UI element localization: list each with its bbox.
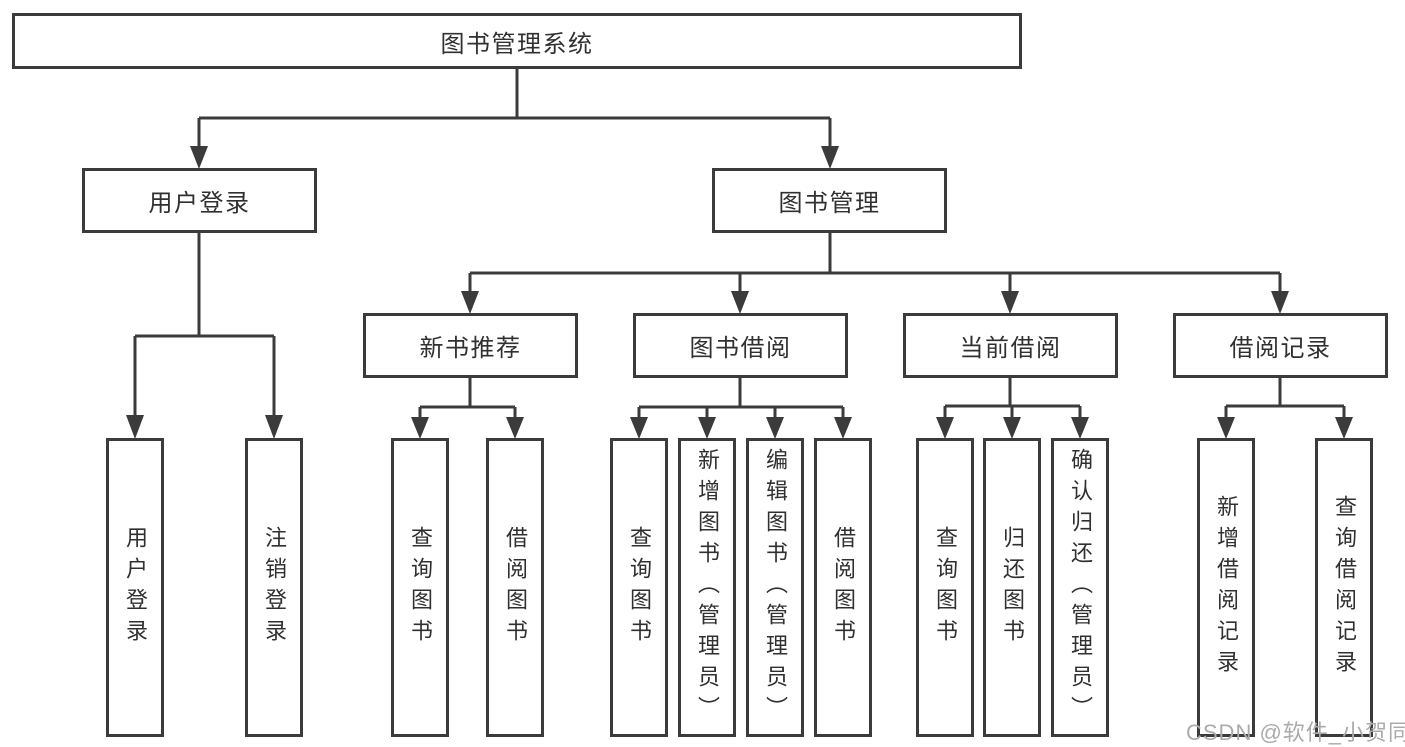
node-current-borrow-label: 当前借阅: [959, 335, 1062, 362]
leaf-bb-add-book-admin: 新增图书（管理员）: [678, 438, 736, 737]
leaf-bb-borrow-books-label: 借阅图书: [831, 525, 856, 650]
leaf-nbr-borrow-books-label: 借阅图书: [503, 525, 528, 650]
leaf-bb-add-book-admin-label: 新增图书（管理员）: [695, 448, 720, 727]
leaf-br-add-borrow-record-label: 新增借阅记录: [1214, 494, 1239, 681]
leaf-br-query-borrow-record-label: 查询借阅记录: [1332, 494, 1357, 681]
node-book-management-label: 图书管理: [778, 190, 881, 217]
leaf-nbr-borrow-books: 借阅图书: [486, 438, 544, 737]
leaf-bb-query-books: 查询图书: [610, 438, 668, 737]
node-root-system: 图书管理系统: [12, 13, 1022, 69]
leaf-bb-query-books-label: 查询图书: [627, 525, 652, 650]
leaf-logout: 注销登录: [245, 438, 303, 737]
leaf-nbr-query-books: 查询图书: [391, 438, 449, 737]
csdn-watermark: CSDN @软件_小贺同学: [1186, 720, 1405, 745]
leaf-bb-edit-book-admin: 编辑图书（管理员）: [746, 438, 804, 737]
leaf-cb-query-books: 查询图书: [916, 438, 974, 737]
leaf-br-add-borrow-record: 新增借阅记录: [1197, 438, 1255, 737]
node-borrow-records-label: 借阅记录: [1229, 335, 1332, 362]
node-borrow-records: 借阅记录: [1173, 313, 1388, 378]
leaf-cb-confirm-return-admin: 确认归还（管理员）: [1051, 438, 1109, 737]
node-book-management: 图书管理: [712, 168, 947, 233]
node-book-borrow: 图书借阅: [633, 313, 848, 378]
leaf-logout-label: 注销登录: [262, 525, 287, 650]
node-root-label: 图书管理系统: [440, 30, 594, 58]
leaf-cb-return-books-label: 归还图书: [1000, 525, 1025, 650]
node-new-book-recommend: 新书推荐: [363, 313, 578, 378]
node-current-borrow: 当前借阅: [903, 313, 1118, 378]
leaf-cb-return-books: 归还图书: [983, 438, 1041, 737]
leaf-bb-borrow-books: 借阅图书: [814, 438, 872, 737]
leaf-nbr-query-books-label: 查询图书: [408, 525, 433, 650]
leaf-br-query-borrow-record: 查询借阅记录: [1315, 438, 1373, 737]
node-new-book-recommend-label: 新书推荐: [419, 335, 522, 362]
leaf-cb-query-books-label: 查询图书: [933, 525, 958, 650]
leaf-bb-edit-book-admin-label: 编辑图书（管理员）: [763, 448, 788, 727]
node-user-login: 用户登录: [82, 168, 317, 233]
leaf-user-login-label: 用户登录: [123, 525, 148, 650]
node-user-login-label: 用户登录: [148, 190, 251, 217]
node-book-borrow-label: 图书借阅: [689, 335, 792, 362]
leaf-cb-confirm-return-admin-label: 确认归还（管理员）: [1068, 448, 1093, 727]
leaf-user-login: 用户登录: [106, 438, 164, 737]
